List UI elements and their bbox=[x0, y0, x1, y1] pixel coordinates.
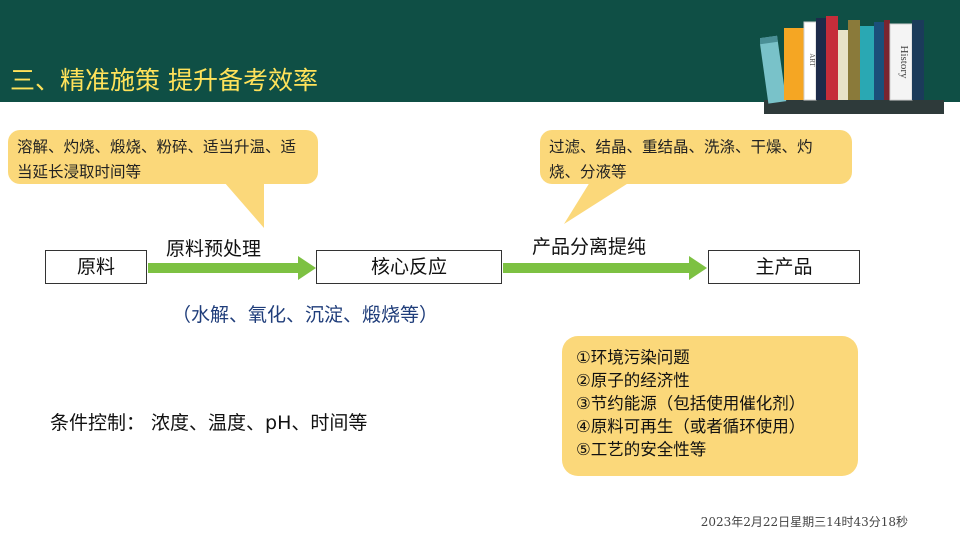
green-chemistry-item: ④原料可再生（或者循环使用） bbox=[576, 417, 806, 436]
separation-callout-text: 过滤、结晶、重结晶、洗涤、干燥、灼烧、分液等 bbox=[549, 138, 813, 181]
separation-callout: 过滤、结晶、重结晶、洗涤、干燥、灼烧、分液等 bbox=[540, 130, 852, 184]
books-illustration: ART History bbox=[760, 16, 944, 114]
pretreatment-step-label: 原料预处理 bbox=[166, 238, 262, 260]
book-spine-history: History bbox=[898, 46, 910, 80]
core-reaction-label: 核心反应 bbox=[370, 256, 447, 278]
separation-step-label: 产品分离提纯 bbox=[532, 236, 647, 258]
pretreatment-callout: 溶解、灼烧、煅烧、粉碎、适当升温、适当延长浸取时间等 bbox=[8, 130, 318, 184]
green-chemistry-item: ③节约能源（包括使用催化剂） bbox=[576, 394, 806, 413]
green-chemistry-item: ①环境污染问题 bbox=[576, 348, 690, 367]
green-chemistry-item: ②原子的经济性 bbox=[576, 371, 690, 390]
separation-callout-tail bbox=[564, 182, 630, 224]
timestamp: 2023年2月22日星期三14时43分18秒 bbox=[700, 515, 908, 529]
slide-title: 三、精准施策 提升备考效率 bbox=[10, 66, 318, 95]
arrow-separation bbox=[503, 256, 707, 280]
green-chemistry-box: ①环境污染问题 ②原子的经济性 ③节约能源（包括使用催化剂） ④原料可再生（或者… bbox=[562, 336, 858, 476]
conditions-control-text: 条件控制： 浓度、温度、pH、时间等 bbox=[50, 412, 368, 434]
reaction-types-note: （水解、氧化、沉淀、煅烧等） bbox=[172, 304, 439, 326]
pretreatment-callout-text: 溶解、灼烧、煅烧、粉碎、适当升温、适当延长浸取时间等 bbox=[17, 138, 297, 181]
raw-material-box: 原料 bbox=[45, 250, 147, 284]
core-reaction-box: 核心反应 bbox=[316, 250, 502, 284]
main-product-box: 主产品 bbox=[708, 250, 860, 284]
arrow-pretreatment bbox=[148, 256, 316, 280]
raw-material-label: 原料 bbox=[76, 256, 115, 278]
green-chemistry-item: ⑤工艺的安全性等 bbox=[576, 440, 707, 459]
book-spine-art: ART bbox=[808, 53, 816, 67]
pretreatment-callout-tail bbox=[224, 182, 264, 228]
main-product-label: 主产品 bbox=[755, 256, 813, 278]
